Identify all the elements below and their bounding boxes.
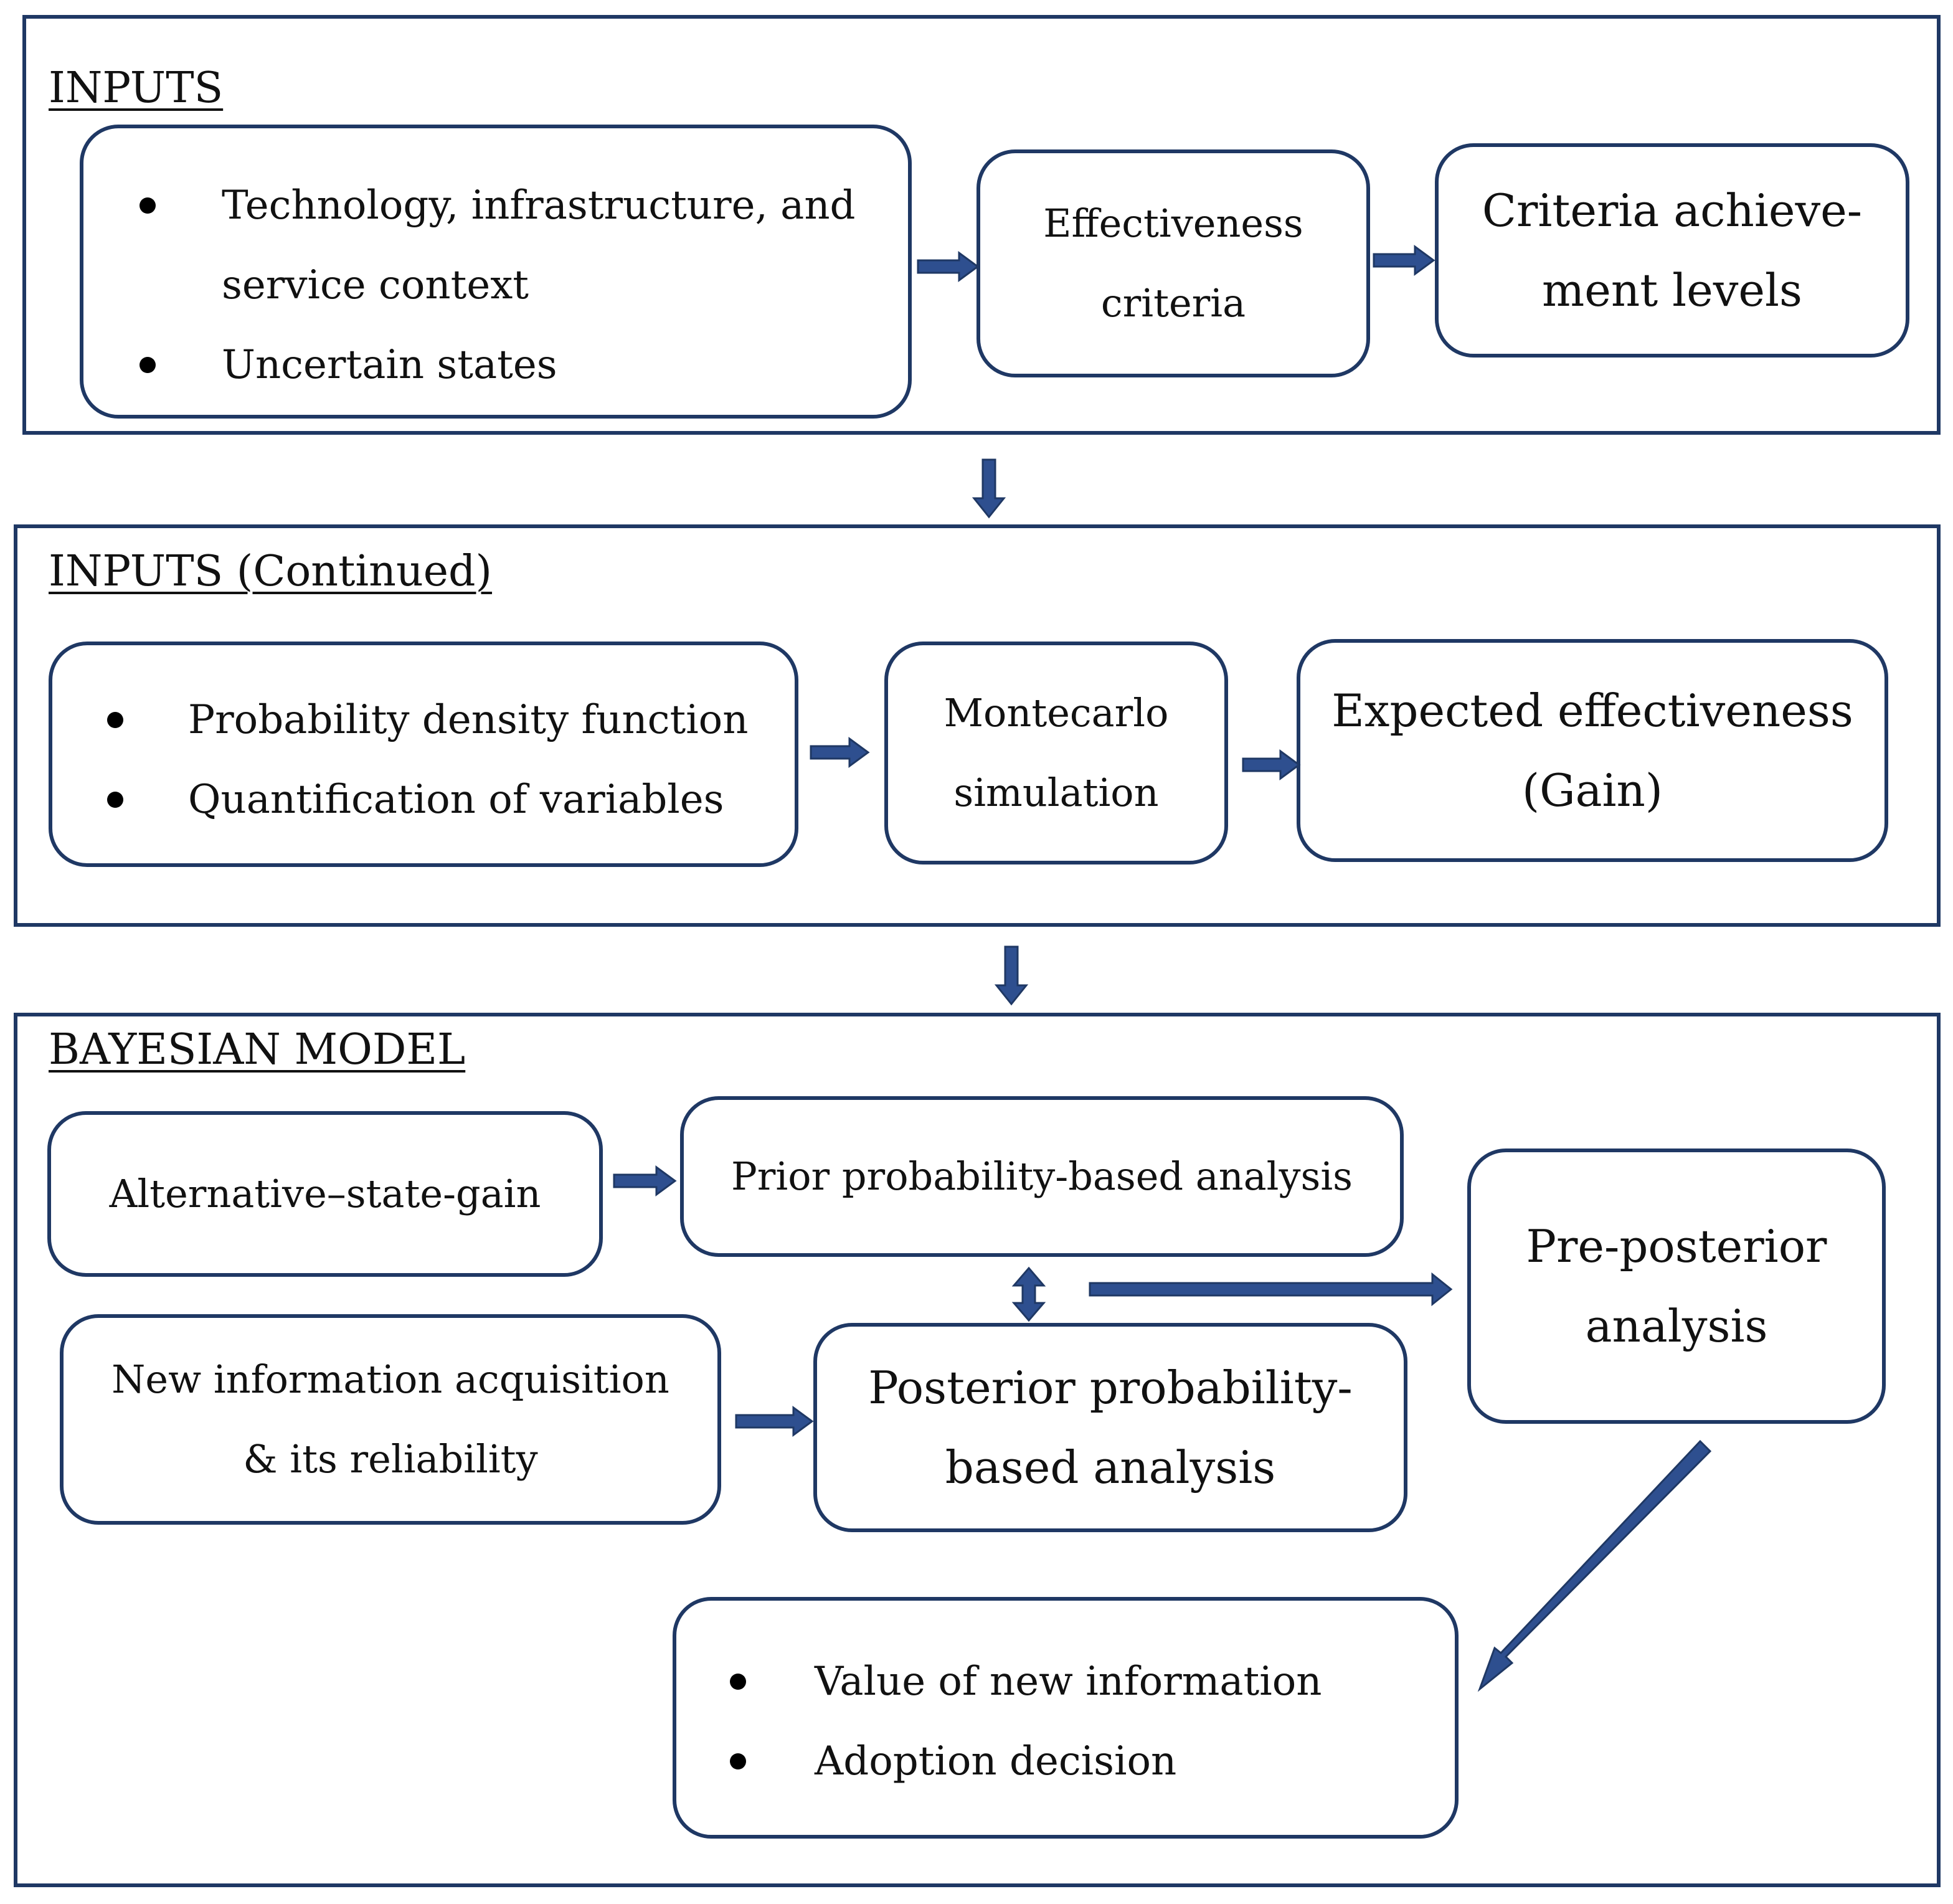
- context-item-text: Technology, infrastructure, and service …: [222, 182, 856, 308]
- new-information-node: New information acquisition & its reliab…: [60, 1314, 721, 1525]
- effectiveness-criteria-label: Effectiveness criteria: [1043, 201, 1303, 326]
- bullet-dot-icon: [107, 712, 123, 728]
- bullet-dot-icon: [107, 792, 123, 808]
- bullet-dot-icon: [730, 1753, 746, 1769]
- probability-item-text: Probability density function: [188, 697, 749, 743]
- posterior-analysis-label: Posterior probability- based analysis: [868, 1362, 1353, 1494]
- effectiveness-criteria-node: Effectiveness criteria: [976, 149, 1370, 377]
- arrow-preposterior-to-decision: [1477, 1439, 1712, 1692]
- arrow-continued-to-bayesian: [994, 945, 1029, 1006]
- arrow-to-preposterior: [1089, 1272, 1453, 1307]
- bullet-dot-icon: [140, 197, 156, 214]
- arrow-prior-posterior-bidirectional: [1011, 1266, 1046, 1322]
- arrow-context-to-criteria: [917, 251, 980, 282]
- decision-node: Value of new information Adoption decisi…: [673, 1597, 1459, 1839]
- montecarlo-label: Montecarlo simulation: [943, 690, 1169, 815]
- expected-gain-label: Expected effectiveness (Gain): [1331, 684, 1853, 817]
- expected-gain-node: Expected effectiveness (Gain): [1297, 639, 1888, 862]
- bullet-dot-icon: [730, 1674, 746, 1690]
- probability-item: Probability density function: [52, 680, 787, 760]
- decision-item: Value of new information: [676, 1642, 1449, 1722]
- arrow-montecarlo-to-gain: [1242, 749, 1301, 780]
- bayesian-model-title: BAYESIAN MODEL: [49, 1025, 466, 1074]
- arrow-newinfo-to-posterior: [735, 1406, 814, 1437]
- prior-analysis-label: Prior probability-based analysis: [731, 1153, 1353, 1199]
- new-information-label: New information acquisition & its reliab…: [111, 1357, 669, 1482]
- alternative-state-gain-label: Alternative–state-gain: [109, 1171, 541, 1216]
- arrow-criteria-to-levels: [1373, 245, 1435, 276]
- posterior-analysis-node: Posterior probability- based analysis: [813, 1323, 1407, 1532]
- prior-analysis-node: Prior probability-based analysis: [680, 1096, 1404, 1257]
- context-item-text: Uncertain states: [222, 342, 557, 388]
- context-node: Technology, infrastructure, and service …: [80, 125, 912, 419]
- probability-node: Probability density function Quantificat…: [49, 642, 798, 867]
- achievement-levels-label: Criteria achieve- ment levels: [1482, 184, 1863, 316]
- inputs-title: INPUTS: [49, 64, 224, 113]
- preposterior-analysis-label: Pre-posterior analysis: [1526, 1220, 1827, 1352]
- achievement-levels-node: Criteria achieve- ment levels: [1435, 143, 1909, 358]
- arrow-alternative-to-prior: [613, 1165, 677, 1196]
- decision-item-text: Value of new information: [815, 1659, 1322, 1705]
- decision-item-text: Adoption decision: [815, 1738, 1177, 1784]
- probability-item-text: Quantification of variables: [188, 777, 724, 823]
- montecarlo-node: Montecarlo simulation: [884, 642, 1228, 864]
- decision-item: Adoption decision: [676, 1722, 1449, 1801]
- arrow-probability-to-montecarlo: [810, 737, 870, 768]
- preposterior-analysis-node: Pre-posterior analysis: [1467, 1149, 1886, 1424]
- bullet-dot-icon: [140, 357, 156, 373]
- probability-item: Quantification of variables: [52, 760, 787, 840]
- context-item: Uncertain states: [83, 325, 893, 405]
- context-item: Technology, infrastructure, and service …: [83, 166, 893, 325]
- arrow-inputs-to-continued: [972, 458, 1006, 519]
- inputs-continued-title: INPUTS (Continued): [49, 547, 493, 596]
- alternative-state-gain-node: Alternative–state-gain: [47, 1111, 603, 1277]
